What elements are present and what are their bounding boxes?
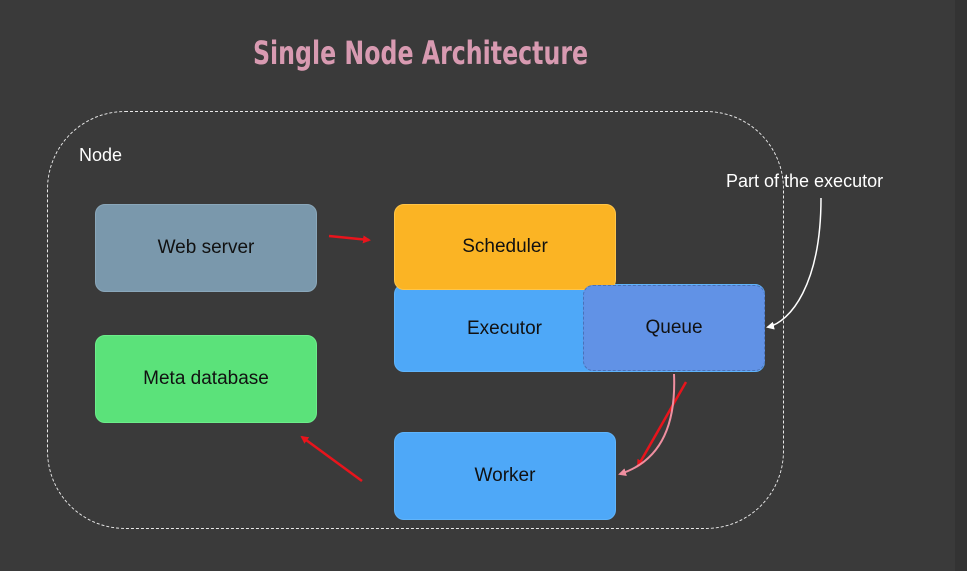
scheduler-box: Scheduler [394,204,616,290]
page-title: Single Node Architecture [253,34,589,72]
worker-box: Worker [394,432,616,520]
meta-database-box: Meta database [95,335,317,423]
node-label: Node [79,145,123,165]
worker-label: Worker [474,465,536,486]
scheduler-label: Scheduler [462,236,548,257]
executor-annotation: Part of the executor [726,171,884,191]
queue-label: Queue [645,317,703,338]
executor-label: Executor [467,318,542,339]
scrollbar[interactable] [955,0,967,571]
web-server-label: Web server [157,237,255,258]
web-server-box: Web server [95,204,317,292]
meta-database-label: Meta database [143,368,269,389]
queue-box: Queue [583,285,765,371]
